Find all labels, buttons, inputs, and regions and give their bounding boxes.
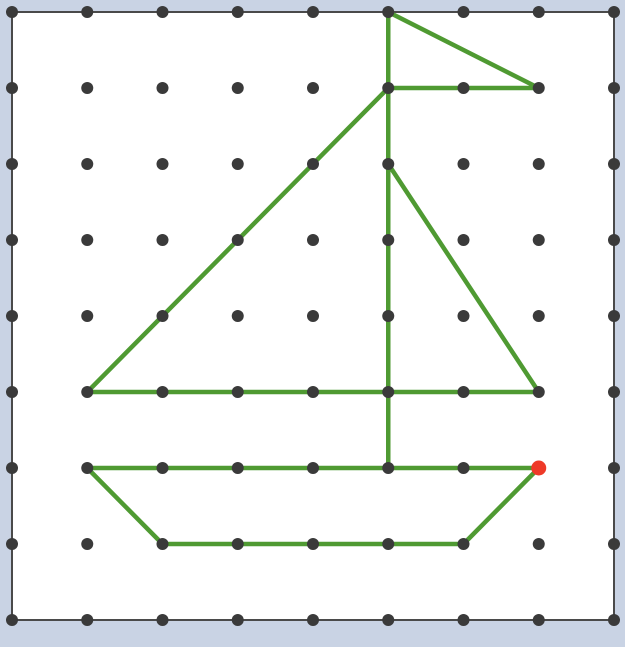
peg: [608, 6, 620, 18]
peg: [533, 234, 545, 246]
peg: [458, 158, 470, 170]
peg: [157, 234, 169, 246]
peg: [533, 82, 545, 94]
peg: [6, 538, 18, 550]
peg: [6, 614, 18, 626]
peg: [458, 538, 470, 550]
peg: [157, 462, 169, 474]
highlighted-peg: [531, 461, 546, 476]
peg: [307, 386, 319, 398]
peg: [533, 614, 545, 626]
peg: [458, 310, 470, 322]
peg: [81, 614, 93, 626]
peg: [6, 386, 18, 398]
peg: [6, 462, 18, 474]
peg: [608, 82, 620, 94]
peg: [6, 158, 18, 170]
peg: [608, 158, 620, 170]
peg: [6, 6, 18, 18]
peg: [6, 82, 18, 94]
peg: [157, 614, 169, 626]
peg: [232, 234, 244, 246]
peg: [157, 158, 169, 170]
peg: [382, 386, 394, 398]
peg: [6, 234, 18, 246]
peg: [307, 614, 319, 626]
peg: [232, 386, 244, 398]
peg: [307, 158, 319, 170]
peg: [533, 310, 545, 322]
peg: [382, 310, 394, 322]
peg: [307, 82, 319, 94]
peg: [307, 234, 319, 246]
peg: [458, 462, 470, 474]
peg: [81, 6, 93, 18]
peg: [458, 614, 470, 626]
peg: [382, 614, 394, 626]
peg: [382, 6, 394, 18]
peg: [382, 158, 394, 170]
peg: [232, 82, 244, 94]
peg: [458, 82, 470, 94]
peg: [232, 158, 244, 170]
peg: [307, 538, 319, 550]
peg: [232, 538, 244, 550]
peg: [232, 6, 244, 18]
peg: [307, 310, 319, 322]
peg: [157, 310, 169, 322]
peg: [382, 234, 394, 246]
peg: [608, 234, 620, 246]
peg: [458, 6, 470, 18]
peg: [608, 462, 620, 474]
peg: [382, 82, 394, 94]
peg: [382, 462, 394, 474]
peg: [533, 6, 545, 18]
peg: [307, 6, 319, 18]
peg: [608, 538, 620, 550]
peg: [232, 310, 244, 322]
peg: [608, 386, 620, 398]
peg: [533, 386, 545, 398]
peg: [157, 538, 169, 550]
peg: [382, 538, 394, 550]
peg: [81, 158, 93, 170]
peg: [608, 310, 620, 322]
peg: [6, 310, 18, 322]
peg: [232, 462, 244, 474]
peg: [81, 386, 93, 398]
peg: [81, 234, 93, 246]
peg: [157, 82, 169, 94]
peg: [608, 614, 620, 626]
peg: [307, 462, 319, 474]
peg: [81, 538, 93, 550]
peg: [81, 82, 93, 94]
peg: [157, 6, 169, 18]
peg: [533, 158, 545, 170]
peg: [458, 234, 470, 246]
peg: [157, 386, 169, 398]
peg: [232, 614, 244, 626]
peg: [458, 386, 470, 398]
peg: [533, 538, 545, 550]
peg: [81, 462, 93, 474]
peg: [81, 310, 93, 322]
